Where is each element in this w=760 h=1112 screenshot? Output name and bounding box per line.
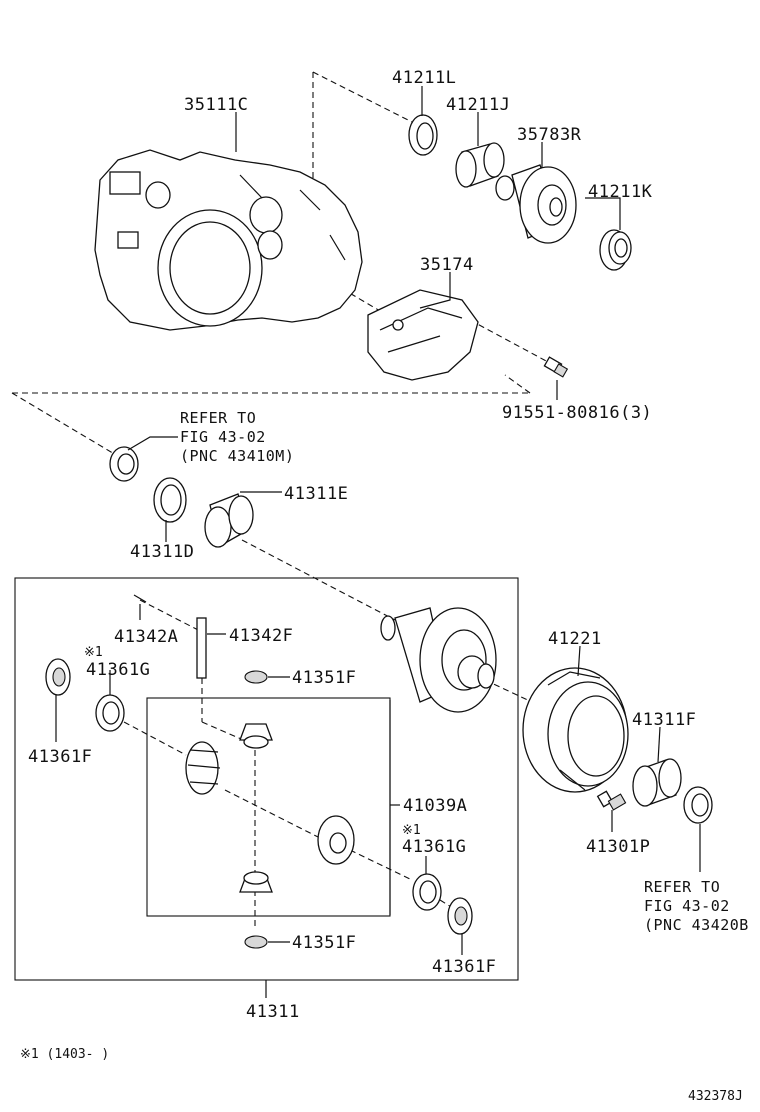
differential-case-drawing bbox=[380, 607, 497, 713]
shaft-41342F-drawing bbox=[196, 617, 207, 679]
label-41301P: 41301P bbox=[586, 837, 650, 857]
bearing-41311E-drawing bbox=[204, 493, 254, 548]
label-41211K: 41211K bbox=[588, 182, 653, 202]
footnote: ※1 (1403- ) bbox=[20, 1047, 109, 1062]
washer-41361F-right-drawing bbox=[447, 897, 473, 935]
label-41311F: 41311F bbox=[632, 710, 696, 730]
ref2-line3: (PNC 43420B bbox=[644, 916, 749, 934]
label-41211J: 41211J bbox=[446, 95, 510, 115]
label-41361F-left: 41361F bbox=[28, 747, 92, 767]
label-41221: 41221 bbox=[548, 629, 602, 649]
gear-35783R-drawing bbox=[495, 164, 577, 244]
washer-41361F-left-drawing bbox=[45, 658, 71, 696]
label-41342F: 41342F bbox=[229, 626, 293, 646]
label-35111C: 35111C bbox=[184, 95, 248, 115]
bearing-41211J-drawing bbox=[455, 142, 505, 188]
label-41361G-right: 41361G bbox=[402, 837, 466, 857]
label-41311E: 41311E bbox=[284, 484, 348, 504]
label-41311D: 41311D bbox=[130, 542, 194, 562]
washer-41361G-right-drawing bbox=[412, 873, 442, 911]
side-gear-right-drawing bbox=[317, 815, 355, 865]
cover-35174-drawing bbox=[367, 289, 479, 381]
washer-41351F-top-drawing bbox=[244, 670, 268, 684]
label-41361F-right: 41361F bbox=[432, 957, 496, 977]
label-41211L: 41211L bbox=[392, 68, 456, 88]
pin-41342A-drawing bbox=[133, 594, 147, 603]
label-41361G-left: 41361G bbox=[86, 660, 150, 680]
label-35174: 35174 bbox=[420, 255, 474, 275]
bolt-91551-drawing bbox=[543, 356, 569, 378]
pinion-bottom-drawing bbox=[239, 871, 273, 893]
ref1-line3: (PNC 43410M) bbox=[180, 447, 294, 465]
mark-a: ※1 bbox=[84, 645, 103, 660]
mark-b: ※1 bbox=[402, 823, 421, 838]
label-35783R: 35783R bbox=[517, 125, 582, 145]
ref1-line1: REFER TO bbox=[180, 409, 256, 427]
label-41351F-top: 41351F bbox=[292, 668, 356, 688]
ref1-line2: FIG 43-02 bbox=[180, 428, 266, 446]
callout-leaders bbox=[55, 86, 701, 998]
label-91551-80816: 91551-80816(3) bbox=[502, 403, 652, 423]
ref2-line2: FIG 43-02 bbox=[644, 897, 730, 915]
seal-ref-43420B-drawing bbox=[683, 786, 713, 824]
label-41039A: 41039A bbox=[403, 796, 467, 816]
seal-ref-43410M-drawing bbox=[109, 446, 139, 482]
label-41342A: 41342A bbox=[114, 627, 178, 647]
side-gear-left-drawing bbox=[185, 741, 221, 795]
label-41351F-bottom: 41351F bbox=[292, 933, 356, 953]
washer-41351F-bottom-drawing bbox=[244, 935, 268, 949]
bearing-41211K-drawing bbox=[599, 229, 632, 271]
ref2-line1: REFER TO bbox=[644, 878, 720, 896]
bolt-41301P-drawing bbox=[596, 790, 627, 811]
seal-41211L-drawing bbox=[408, 114, 438, 156]
pinion-top-drawing bbox=[239, 723, 273, 749]
washer-41361G-left-drawing bbox=[95, 694, 125, 732]
ring-gear-41221-drawing bbox=[522, 667, 629, 793]
transaxle-case-drawing bbox=[94, 149, 363, 331]
bearing-41311F-drawing bbox=[632, 758, 682, 807]
diagram-id: 432378J bbox=[688, 1089, 743, 1104]
shim-41311D-drawing bbox=[153, 477, 187, 523]
label-41311: 41311 bbox=[246, 1002, 300, 1022]
